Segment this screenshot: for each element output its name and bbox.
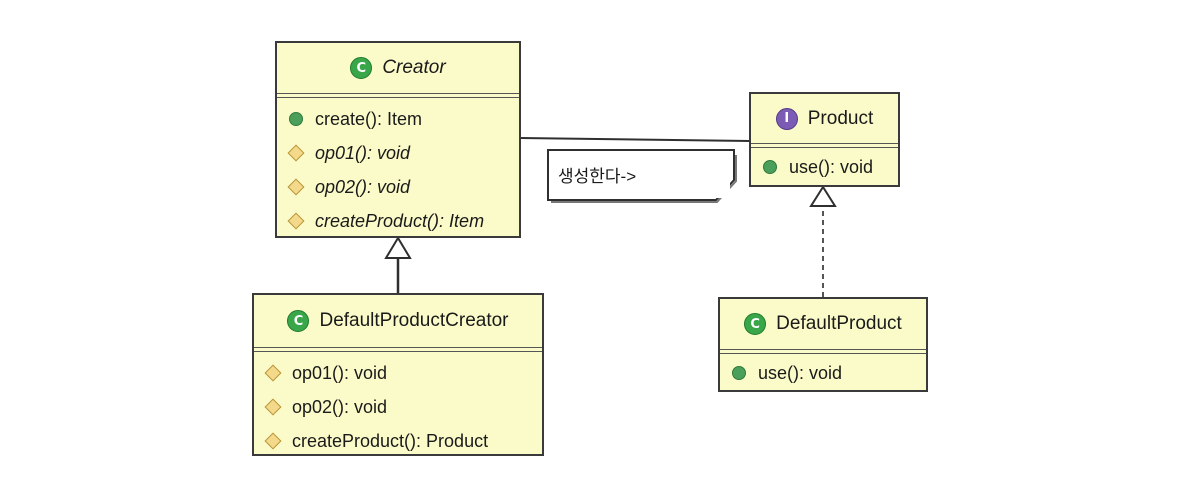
- class-c-icon: C: [744, 313, 767, 335]
- method-row[interactable]: create(): Item: [289, 102, 519, 136]
- protected-method-icon: [287, 178, 305, 196]
- public-method-icon: [289, 112, 303, 126]
- class-header: C Creator: [277, 43, 519, 93]
- association-note: 생성한다->: [550, 152, 730, 198]
- class-creator[interactable]: C Creator create(): Item op01(): void op…: [275, 41, 521, 238]
- class-c-icon: C: [287, 310, 310, 332]
- realization-arrowhead: [809, 185, 837, 207]
- method-row[interactable]: op01(): void: [287, 136, 519, 170]
- method-signature: create(): Item: [315, 108, 423, 129]
- protected-method-icon: [264, 432, 282, 450]
- method-row[interactable]: op01(): void: [264, 356, 542, 390]
- protected-method-icon: [264, 364, 282, 382]
- class-name: DefaultProduct: [776, 313, 902, 334]
- class-name: Creator: [382, 57, 446, 78]
- method-list: create(): Item op01(): void op02(): void…: [277, 98, 519, 242]
- class-header: C DefaultProduct: [720, 299, 926, 349]
- method-row[interactable]: op02(): void: [264, 390, 542, 424]
- attribute-separator: [720, 349, 926, 354]
- attribute-separator: [254, 347, 542, 352]
- method-list: use(): void: [751, 148, 898, 184]
- method-signature: op01(): void: [292, 362, 388, 383]
- protected-method-icon: [287, 144, 305, 162]
- method-signature: use(): void: [758, 362, 843, 383]
- protected-method-icon: [287, 212, 305, 230]
- public-method-icon: [763, 160, 777, 174]
- interface-i-icon: I: [775, 107, 798, 130]
- attribute-separator: [751, 143, 898, 148]
- method-signature: createProduct(): Product: [292, 430, 489, 451]
- class-default-product[interactable]: C DefaultProduct use(): void: [718, 297, 928, 392]
- method-row[interactable]: use(): void: [732, 356, 926, 390]
- method-signature: use(): void: [789, 156, 874, 177]
- class-header: C DefaultProductCreator: [254, 295, 542, 347]
- class-default-product-creator[interactable]: C DefaultProductCreator op01(): void op0…: [252, 293, 544, 456]
- public-method-icon: [732, 366, 746, 380]
- note-text: 생성한다->: [558, 167, 637, 186]
- class-header: I Product: [751, 94, 898, 143]
- generalization-arrowhead: [384, 236, 412, 259]
- method-row[interactable]: op02(): void: [287, 170, 519, 204]
- method-signature: op02(): void: [292, 396, 388, 417]
- association-line: [519, 137, 751, 142]
- class-name: Product: [807, 107, 874, 129]
- method-signature: op01(): void: [315, 142, 411, 163]
- class-name: DefaultProductCreator: [319, 310, 509, 331]
- protected-method-icon: [264, 398, 282, 416]
- method-row[interactable]: createProduct(): Item: [287, 204, 519, 238]
- method-list: op01(): void op02(): void createProduct(…: [254, 352, 542, 462]
- interface-product[interactable]: I Product use(): void: [749, 92, 900, 187]
- method-signature: op02(): void: [315, 176, 411, 197]
- attribute-separator: [277, 93, 519, 98]
- method-row[interactable]: createProduct(): Product: [264, 424, 542, 458]
- method-signature: createProduct(): Item: [315, 210, 485, 231]
- class-c-icon: C: [350, 57, 373, 79]
- method-row[interactable]: use(): void: [763, 150, 898, 184]
- method-list: use(): void: [720, 354, 926, 390]
